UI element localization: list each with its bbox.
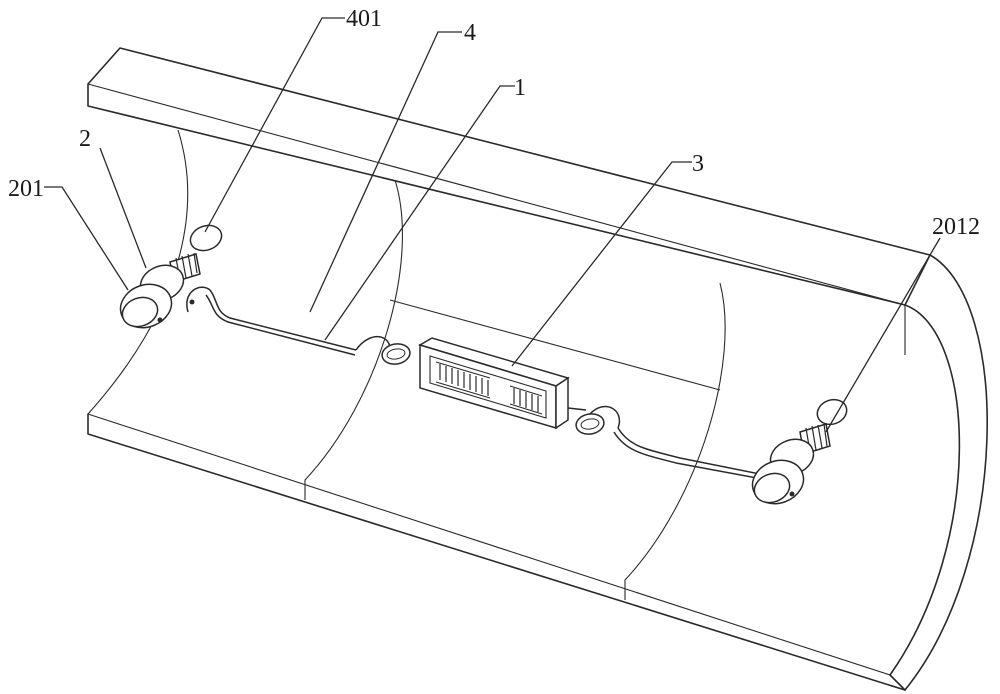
- labels: 401 4 1 2 201 3 2012: [8, 6, 980, 240]
- right-screw-assembly: [751, 398, 848, 505]
- coil-spring-left: [435, 361, 491, 399]
- spring-box: [418, 337, 570, 430]
- label-2012: 2012: [932, 214, 980, 240]
- label-201: 201: [8, 176, 44, 202]
- half-pipe-shell: [87, 47, 988, 691]
- coil-spring-right: [509, 385, 543, 415]
- label-1: 1: [514, 75, 526, 101]
- label-401: 401: [346, 6, 382, 32]
- label-2: 2: [79, 126, 91, 152]
- right-wire: [567, 405, 771, 481]
- label-3: 3: [692, 151, 704, 177]
- leader-lines: [44, 17, 941, 433]
- label-4: 4: [464, 20, 476, 46]
- hole-401: [189, 224, 223, 252]
- left-wire: [186, 286, 411, 365]
- left-screw-assembly: [119, 224, 223, 329]
